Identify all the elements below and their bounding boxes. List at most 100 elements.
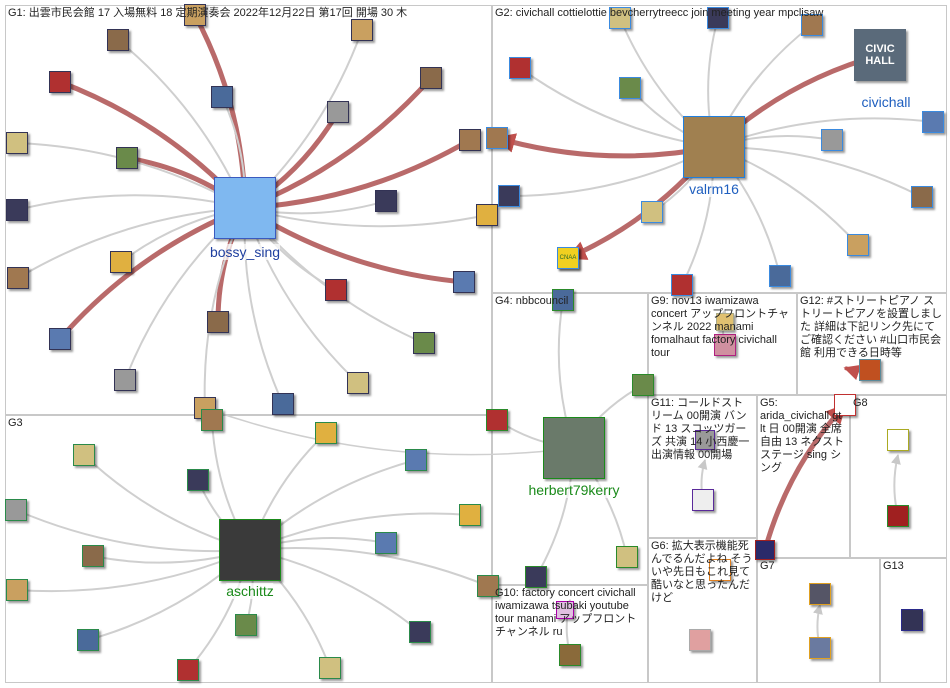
node-avatar[interactable] [73,444,95,466]
group-box-g2 [492,5,947,293]
node-avatar[interactable] [922,111,944,133]
node-avatar[interactable] [272,393,294,415]
node-avatar[interactable] [409,621,431,643]
edge [16,194,246,211]
group-label: G13 [883,560,904,572]
node-avatar[interactable] [616,546,638,568]
node-avatar[interactable] [110,251,132,273]
group-label: G7 [760,560,775,572]
node-avatar[interactable] [114,369,136,391]
hub-label-aschittz[interactable]: aschittz [226,583,274,599]
group-box-g8 [850,395,947,558]
node-avatar[interactable] [107,29,129,51]
group-label: G10: factory concert civichall iwamizawa… [495,587,637,638]
node-avatar[interactable] [7,267,29,289]
node-avatar[interactable] [187,469,209,491]
group-box-g9 [648,293,797,395]
node-avatar[interactable] [77,629,99,651]
node-avatar[interactable] [709,559,731,581]
node-avatar[interactable] [5,499,27,521]
edge [15,508,251,553]
group-label: G4: nbbcouncil [495,295,569,307]
node-avatar[interactable] [459,504,481,526]
group-box-g12 [797,293,947,395]
node-avatar[interactable] [351,19,373,41]
node-avatar[interactable] [6,579,28,601]
node-avatar[interactable] [49,328,71,350]
node-avatar[interactable] [695,430,715,450]
node-avatar[interactable] [498,185,520,207]
edge [762,403,847,551]
edge [244,205,488,228]
edge [249,509,471,551]
node-avatar[interactable] [177,659,199,681]
node-avatar[interactable] [692,489,714,511]
node-avatar[interactable] [689,629,711,651]
node-avatar[interactable] [184,4,206,26]
node-avatar[interactable] [453,271,475,293]
node-avatar[interactable] [6,199,28,221]
node-avatar[interactable] [207,311,229,333]
node-youtube-icon[interactable] [887,429,909,451]
edge [204,406,575,456]
node-herbert79kerry[interactable] [543,417,605,479]
node-valrm16[interactable] [683,116,745,178]
node-avatar[interactable] [405,449,427,471]
node-avatar[interactable] [375,190,397,212]
node-avatar[interactable] [459,129,481,151]
node-avatar[interactable] [714,334,736,356]
group-box-g7 [757,558,880,683]
node-avatar[interactable] [509,57,531,79]
node-avatar[interactable] [476,204,498,226]
node-avatar[interactable] [809,637,831,659]
node-aschittz[interactable] [219,519,281,581]
hub-label-valrm16[interactable]: valrm16 [689,181,739,197]
node-avatar[interactable] [911,186,933,208]
node-avatar[interactable] [82,545,104,567]
group-label: G1: 出雲市民会館 17 入場無料 18 定期演奏会 2022年12月22日 … [8,7,408,19]
node-avatar[interactable] [235,614,257,636]
node-avatar[interactable] [6,132,28,154]
group-label: G3 [8,417,23,429]
node-avatar[interactable] [49,71,71,93]
node-avatar[interactable] [887,505,909,527]
group-box-g5 [757,395,850,558]
node-cnaa-logo[interactable]: CNAA [557,247,579,269]
node-avatar[interactable] [211,86,233,108]
node-avatar[interactable] [327,101,349,123]
node-avatar[interactable] [347,372,369,394]
hub-label-civichall[interactable]: civichall [861,94,911,110]
group-box-g13 [880,558,947,683]
node-avatar[interactable] [319,657,341,679]
node-avatar[interactable] [847,234,869,256]
node-civichall-logo[interactable]: CIVIC HALL [854,29,906,81]
group-label: G6: 拡大表示機能死んでるんだよね そういや先日もこれ見て酷いなと思ったんだけ… [651,540,753,604]
hub-label-herbert79kerry[interactable]: herbert79kerry [528,482,620,498]
node-avatar[interactable] [413,332,435,354]
group-box-g3 [5,415,492,683]
node-avatar[interactable] [901,609,923,631]
node-avatar[interactable] [641,201,663,223]
group-box-g11 [648,395,757,538]
group-box-g6 [648,538,757,683]
node-avatar[interactable] [859,359,881,381]
group-box-g10 [492,585,648,683]
node-bossy-sing[interactable] [214,177,276,239]
node-avatar[interactable] [769,265,791,287]
node-avatar[interactable] [632,374,654,396]
group-label: G11: コールドストリーム 00開演 バンド 13 スコッツガーズ 共演 14… [651,397,750,461]
group-label: G9: nov13 iwamizawa concert アップフロントチャンネル… [651,295,790,359]
node-avatar[interactable] [809,583,831,605]
node-avatar[interactable] [619,77,641,99]
node-avatar[interactable] [420,67,442,89]
node-avatar[interactable] [486,127,508,149]
hub-label-bossy-sing[interactable]: bossy_sing [209,244,281,260]
node-avatar[interactable] [375,532,397,554]
node-avatar[interactable] [559,644,581,666]
node-avatar[interactable] [325,279,347,301]
group-label: G8 [853,397,868,409]
node-avatar[interactable] [821,129,843,151]
group-label: G2: civichall cottielottie bevcherrytree… [495,7,824,19]
node-avatar[interactable] [116,147,138,169]
node-avatar[interactable] [755,540,775,560]
